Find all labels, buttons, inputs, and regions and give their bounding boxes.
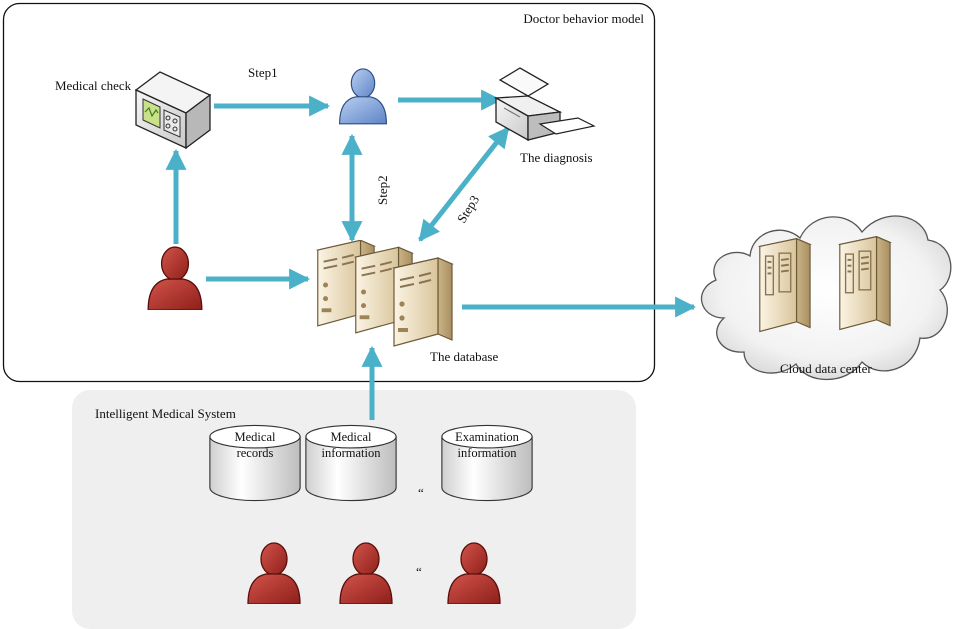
connectors bbox=[165, 89, 697, 420]
diagnosis-label: The diagnosis bbox=[520, 150, 593, 165]
ims-database-medical-information: Medical information bbox=[305, 424, 397, 502]
database-label: The database bbox=[430, 349, 498, 364]
db-label-line2: records bbox=[237, 446, 274, 460]
doctor-model-frame bbox=[2, 2, 656, 383]
ims-database-examination-information: Examination information bbox=[441, 424, 533, 502]
cloud-icon bbox=[700, 215, 952, 381]
doctor-model-title: Doctor behavior model bbox=[523, 11, 644, 26]
medical-check-label: Medical check bbox=[55, 78, 132, 93]
step1-label: Step1 bbox=[248, 65, 278, 80]
cloud-server-rack bbox=[838, 236, 892, 331]
arrow-diagnosis-database-step3 bbox=[418, 126, 510, 242]
medical-check-device-icon bbox=[134, 71, 212, 150]
ims-patient-ellipsis: “ bbox=[416, 564, 422, 579]
cloud-server-rack bbox=[758, 238, 812, 333]
db-label-line2: information bbox=[321, 446, 381, 460]
ims-database-medical-records: Medical records bbox=[209, 424, 301, 502]
printer-icon bbox=[493, 67, 596, 142]
cloud-label: Cloud data center bbox=[780, 361, 872, 376]
db-label-line1: Examination bbox=[455, 430, 520, 444]
db-label-line1: Medical bbox=[235, 430, 276, 444]
ims-database-ellipsis: “ bbox=[418, 485, 424, 500]
ims-title: Intelligent Medical System bbox=[95, 406, 236, 421]
step2-label: Step2 bbox=[375, 175, 390, 205]
db-label-line1: Medical bbox=[331, 430, 372, 444]
db-label-line2: information bbox=[457, 446, 517, 460]
